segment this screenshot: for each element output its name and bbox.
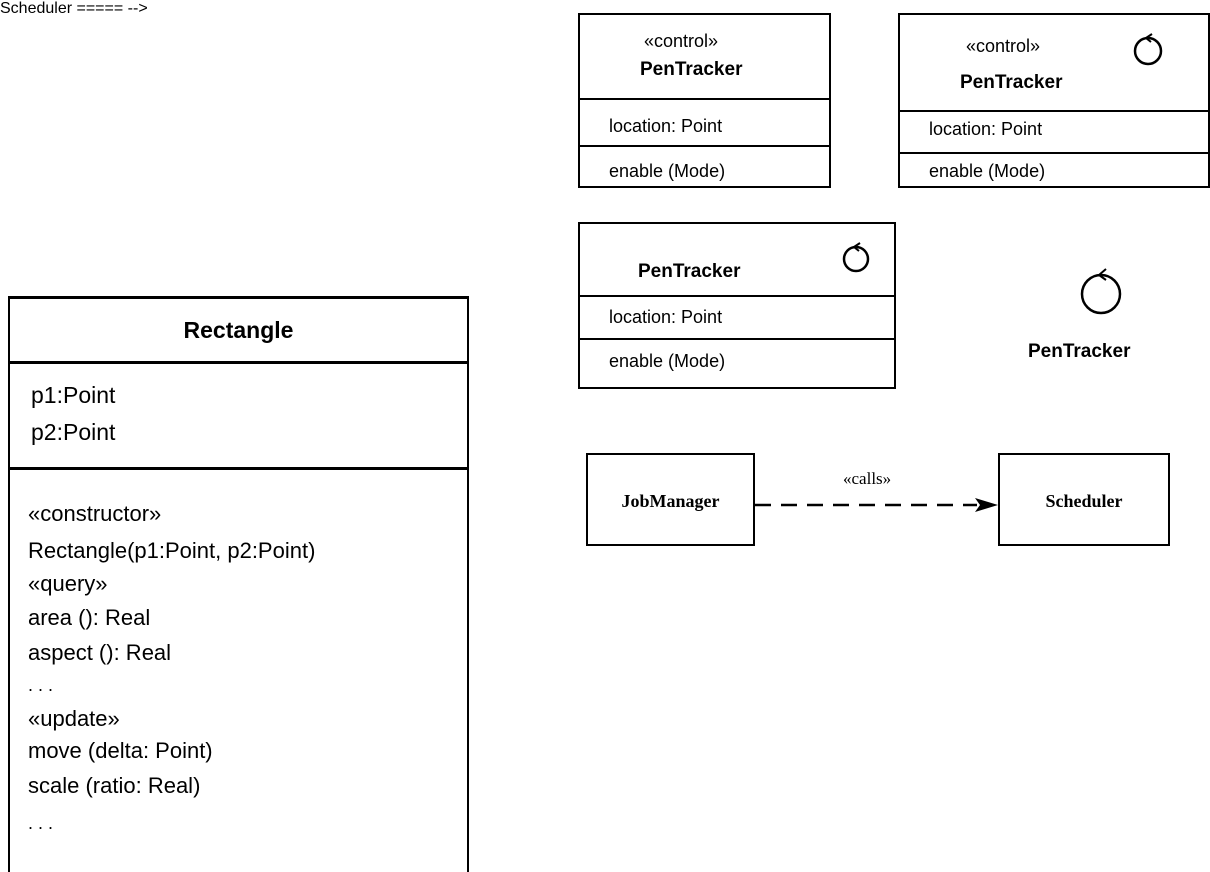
compartment-divider bbox=[8, 361, 469, 364]
class-name: Rectangle bbox=[183, 317, 294, 343]
attribute: location: Point bbox=[609, 116, 723, 136]
compartment-divider bbox=[580, 338, 894, 340]
operation: move (delta: Point) bbox=[28, 738, 213, 763]
class-name: PenTracker bbox=[960, 72, 1063, 93]
ellipsis: . . . bbox=[28, 675, 54, 695]
class-name: PenTracker bbox=[640, 59, 743, 80]
class-name: PenTracker bbox=[1028, 341, 1131, 362]
operation: aspect (): Real bbox=[28, 640, 172, 665]
class-name: PenTracker bbox=[638, 261, 741, 282]
attribute: p2:Point bbox=[31, 419, 116, 445]
compartment-divider bbox=[580, 295, 894, 297]
class-scheduler: Scheduler bbox=[998, 453, 1170, 546]
compartment-divider bbox=[900, 152, 1208, 154]
compartment-divider bbox=[8, 467, 469, 470]
class-pentracker-control-icon: «control» PenTracker location: Point ena… bbox=[898, 13, 1210, 188]
operation: enable (Mode) bbox=[609, 161, 726, 181]
class-rectangle: Rectangle p1:Point p2:Point «constructor… bbox=[8, 296, 469, 872]
operation: enable (Mode) bbox=[609, 351, 726, 371]
compartment-divider bbox=[580, 98, 829, 100]
stereotype-label: «control» bbox=[644, 31, 719, 51]
class-jobmanager: JobManager bbox=[586, 453, 755, 546]
attribute: location: Point bbox=[929, 119, 1043, 139]
control-circle-icon bbox=[842, 242, 870, 273]
class-pentracker-control: «control» PenTracker location: Point ena… bbox=[578, 13, 831, 188]
class-name: JobManager bbox=[621, 491, 720, 511]
dependency-label: «calls» bbox=[843, 469, 892, 488]
stereotype-label: «update» bbox=[28, 706, 120, 731]
attribute: p1:Point bbox=[31, 382, 116, 408]
operation: Rectangle(p1:Point, p2:Point) bbox=[28, 538, 316, 563]
control-circle-icon bbox=[1133, 33, 1163, 66]
class-pentracker-icon: PenTracker location: Point enable (Mode) bbox=[578, 222, 896, 389]
control-circle-icon bbox=[1080, 268, 1122, 315]
stereotype-label: «control» bbox=[966, 36, 1041, 56]
operation: enable (Mode) bbox=[929, 161, 1046, 181]
rectangle-top-border bbox=[8, 296, 469, 299]
stereotype-label: «query» bbox=[28, 571, 108, 596]
stereotype-label: «constructor» bbox=[28, 501, 162, 526]
compartment-divider bbox=[580, 145, 829, 147]
class-name: Scheduler bbox=[1045, 491, 1123, 511]
attribute: location: Point bbox=[609, 307, 723, 327]
dependency-arrow bbox=[755, 498, 998, 512]
class-pentracker-iconic: PenTracker bbox=[1010, 258, 1190, 368]
operation: scale (ratio: Real) bbox=[28, 773, 201, 798]
ellipsis: . . . bbox=[28, 813, 54, 833]
operation: area (): Real bbox=[28, 605, 151, 630]
compartment-divider bbox=[900, 110, 1208, 112]
